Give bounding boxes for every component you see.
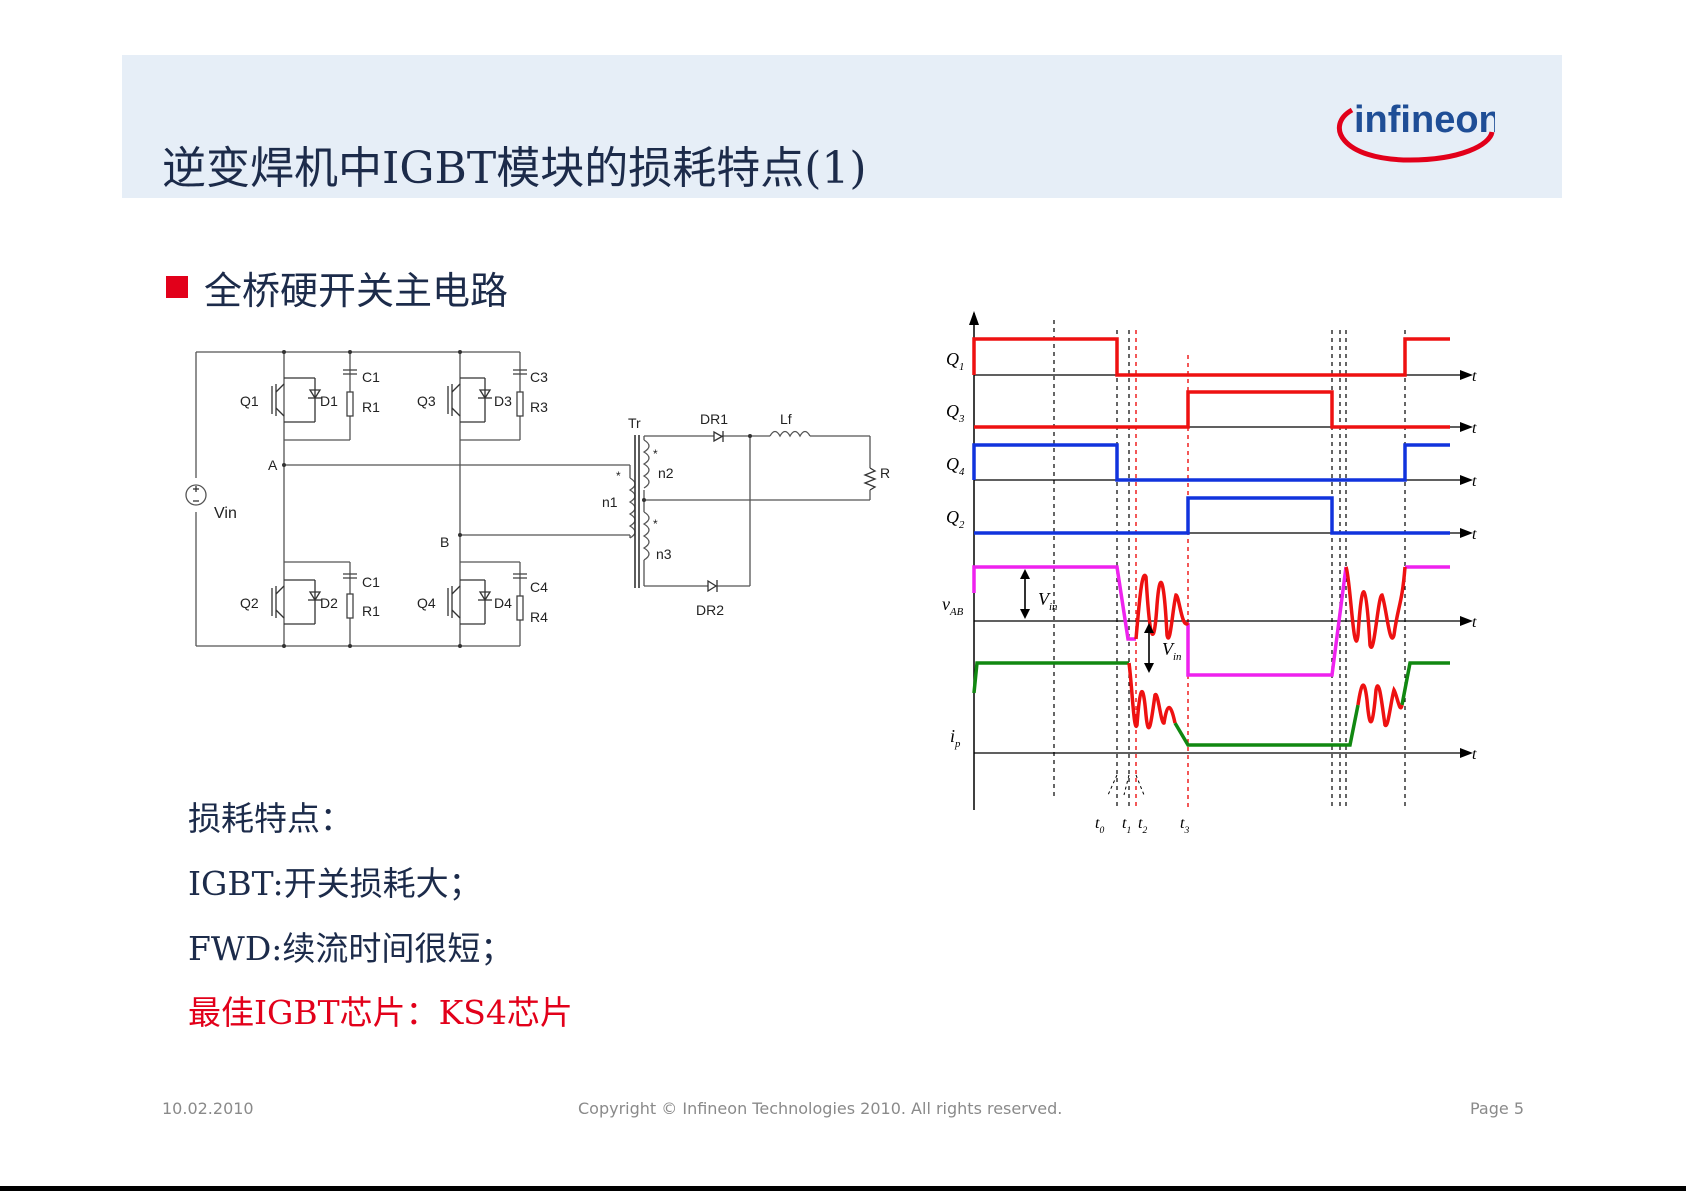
label-dr2: DR2 — [696, 602, 724, 618]
slide-title: 逆变焊机中IGBT模块的损耗特点(1) — [162, 132, 867, 196]
label-c4: C4 — [530, 579, 548, 595]
label-d1: D1 — [320, 393, 338, 409]
logo-wordmark: infineon — [1354, 99, 1495, 141]
axis-t-label-4: t — [1472, 614, 1477, 631]
axis-t-label-1: t — [1472, 420, 1477, 437]
label-n3: n3 — [656, 546, 672, 562]
axis-t-label-0: t — [1472, 368, 1477, 385]
dot-n2: * — [653, 447, 658, 461]
section-heading: 全桥硬开关主电路 — [204, 260, 508, 315]
label-q2: Q2 — [240, 595, 259, 611]
label-d3: D3 — [494, 393, 512, 409]
signal-label-vAB: vAB — [942, 594, 964, 618]
label-r4: R4 — [530, 609, 548, 625]
label-r1-top: R1 — [362, 399, 380, 415]
label-r3: R3 — [530, 399, 548, 415]
amplitude-label-lower: Vin — [1162, 639, 1181, 663]
time-mark-labels: t0 t1 t2 t3 — [1095, 815, 1189, 836]
signal-label-Q2: Q2 — [946, 507, 965, 531]
infineon-logo: infineon — [1330, 90, 1495, 170]
label-q1: Q1 — [240, 393, 259, 409]
time-mark-t2: t2 — [1138, 815, 1147, 836]
footer-date: 10.02.2010 — [162, 1099, 254, 1118]
label-q3: Q3 — [417, 393, 436, 409]
signal-label-Q1: Q1 — [946, 349, 964, 373]
loss-item-igbt: IGBT:开关损耗大； — [188, 857, 482, 905]
bullet-marker — [166, 276, 188, 298]
axis-t-label-2: t — [1472, 473, 1477, 490]
footer-copyright: Copyright © Infineon Technologies 2010. … — [578, 1099, 1062, 1118]
label-node-a: A — [268, 457, 278, 473]
recommendation: 最佳IGBT芯片：KS4芯片 — [188, 986, 573, 1034]
label-d2: D2 — [320, 595, 338, 611]
label-c1-bottom: C1 — [362, 574, 380, 590]
label-load-r: R — [880, 465, 890, 481]
label-d4: D4 — [494, 595, 512, 611]
full-bridge-circuit: Q1 Q2 Q3 Q4 D1 D2 D3 D4 C1 C1 C3 C4 R1 R… — [180, 340, 900, 660]
label-n1: n1 — [602, 494, 618, 510]
y-axis-arrow — [969, 311, 979, 325]
signal-label-Q3: Q3 — [946, 401, 965, 425]
dot-n1: * — [616, 469, 621, 483]
time-mark-t3: t3 — [1180, 815, 1189, 836]
time-mark-t1: t1 — [1122, 815, 1131, 836]
label-dr1: DR1 — [700, 411, 728, 427]
loss-item-fwd: FWD:续流时间很短； — [188, 922, 513, 970]
label-tr: Tr — [628, 415, 641, 431]
loss-heading: 损耗特点： — [188, 792, 353, 840]
time-mark-t0: t0 — [1095, 815, 1104, 836]
signal-label-ip: ip — [950, 726, 961, 750]
label-c3: C3 — [530, 369, 548, 385]
footer-page: Page 5 — [1470, 1099, 1524, 1118]
label-r1-bottom: R1 — [362, 603, 380, 619]
bottom-border — [0, 1186, 1686, 1191]
label-node-b: B — [440, 534, 449, 550]
signal-label-Q4: Q4 — [946, 454, 965, 478]
axis-t-label-5: t — [1472, 746, 1477, 763]
label-q4: Q4 — [417, 595, 436, 611]
label-n2: n2 — [658, 465, 674, 481]
label-lf: Lf — [780, 411, 792, 427]
axis-t-labels: t t t t t t — [1472, 368, 1477, 763]
dot-n3: * — [653, 517, 658, 531]
label-c1-top: C1 — [362, 369, 380, 385]
axis-t-label-3: t — [1472, 526, 1477, 543]
label-vin: Vin — [214, 505, 237, 522]
